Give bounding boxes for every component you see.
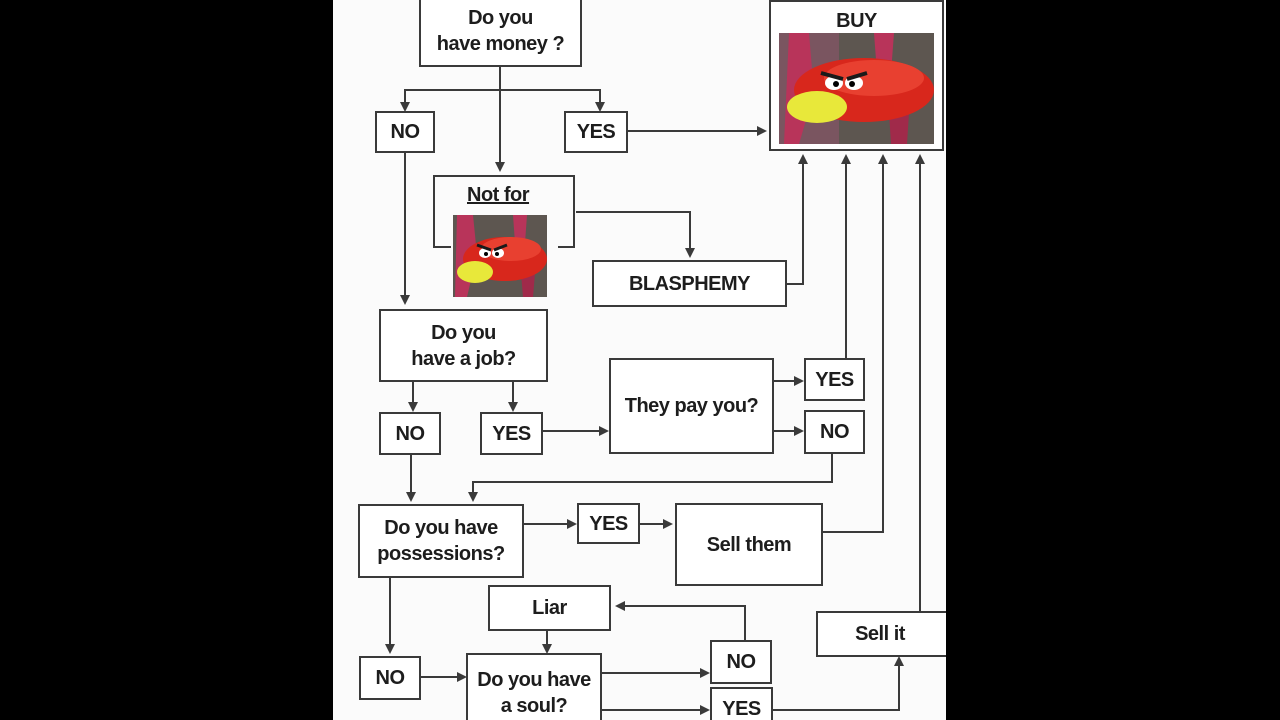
sell-them-box: Sell them: [675, 503, 823, 586]
not-for-bracket-bottom-left: [433, 246, 451, 248]
no-box-4: NO: [359, 656, 421, 700]
angry-bird-chair-image-buy: [779, 33, 934, 144]
yes-box-5: YES: [710, 687, 773, 720]
arrow-sellthem-to-buy: [822, 154, 888, 533]
not-for-label: Not for: [467, 184, 530, 206]
arrow-blasphemy-to-buy: [786, 154, 808, 285]
yes-box-2: YES: [480, 412, 543, 455]
flowchart-connectors: [385, 66, 925, 715]
flowchart-panel: Do you have money ? BUY NO YES Not for: [333, 0, 946, 720]
arrow-notfor-to-blasphemy: [576, 211, 695, 258]
have-money-box: Do you have money ?: [419, 0, 582, 67]
arrow-no3-to-possessions: [468, 454, 833, 502]
not-for-bracket: [433, 175, 575, 247]
no-box-5: NO: [710, 640, 772, 684]
they-pay-you-box: They pay you?: [609, 358, 774, 454]
no-box-2: NO: [379, 412, 441, 455]
not-for-bracket-bottom-right: [558, 246, 575, 248]
arrow-yes5-to-sellit: [773, 656, 904, 711]
yes-box-4: YES: [577, 503, 640, 544]
arrow-money-to-yes: [500, 89, 605, 112]
no-box-3: NO: [804, 410, 865, 454]
liar-box: Liar: [488, 585, 611, 631]
sell-it-box: Sell it: [816, 611, 946, 657]
arrow-no5-to-liar: [615, 601, 746, 640]
have-job-box: Do you have a job?: [379, 309, 548, 382]
angry-bird-chair-image-not-for: [453, 215, 547, 297]
arrow-money-to-no: [400, 66, 501, 112]
yes-box-3: YES: [804, 358, 865, 401]
have-possessions-box: Do you have possessions?: [358, 504, 524, 578]
buy-label: BUY: [836, 10, 877, 32]
yes-box-1: YES: [564, 111, 628, 153]
no-box-1: NO: [375, 111, 435, 153]
blasphemy-box: BLASPHEMY: [592, 260, 787, 307]
have-soul-box: Do you have a soul?: [466, 653, 602, 720]
